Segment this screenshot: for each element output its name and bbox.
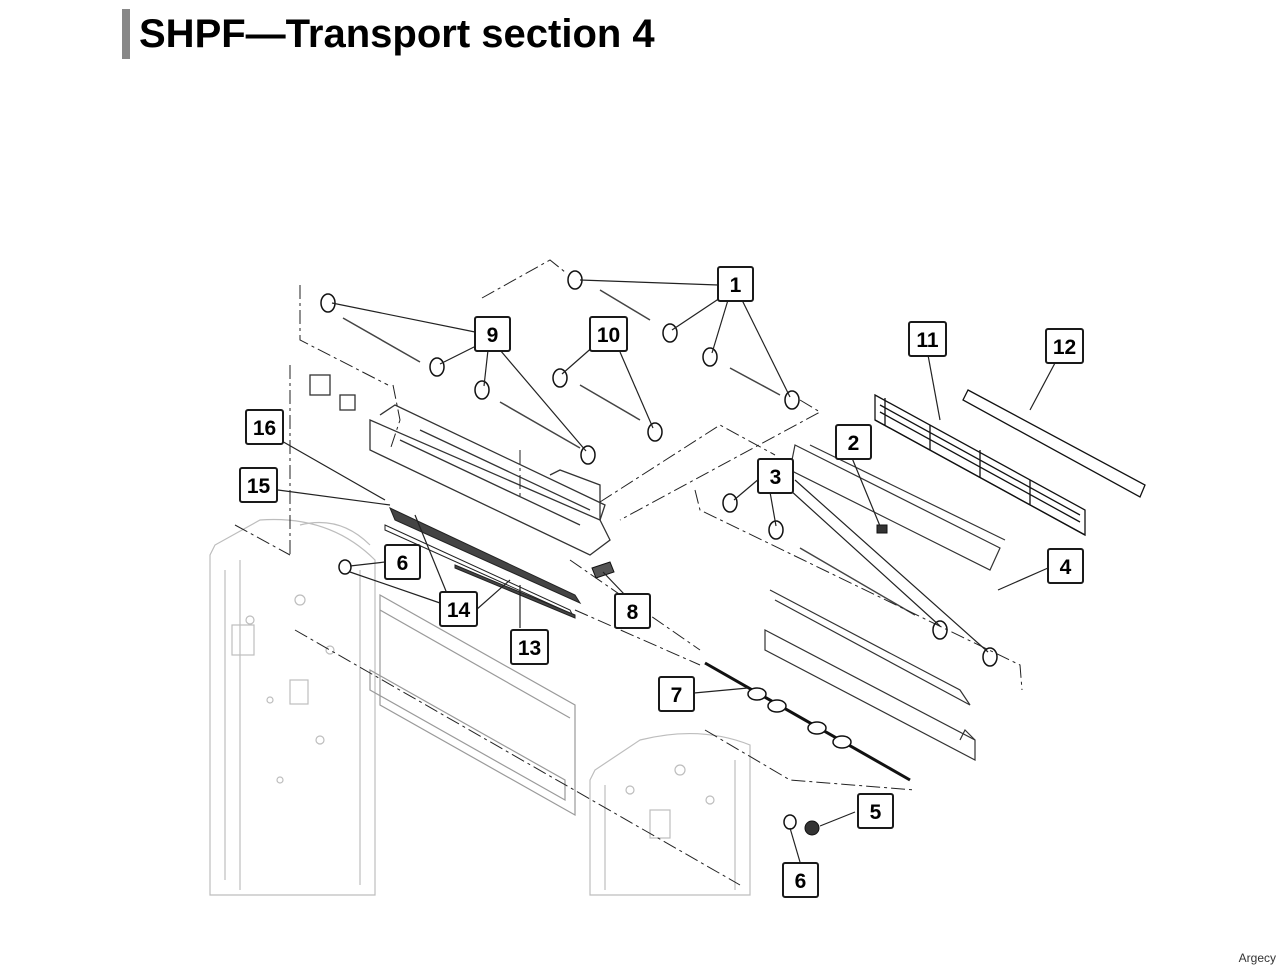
callout-6-lower: 6 — [782, 862, 819, 898]
callout-13-label: 13 — [518, 637, 541, 660]
callout-16-label: 16 — [253, 417, 276, 440]
callout-3-label: 3 — [770, 466, 782, 489]
callout-14: 14 — [439, 591, 478, 627]
callout-12-label: 12 — [1053, 336, 1076, 359]
part-5-gear — [804, 820, 820, 836]
center-panel — [369, 593, 576, 817]
frame-left — [209, 518, 376, 896]
callout-1-label: 1 — [730, 274, 742, 297]
right-lower-frame — [764, 589, 976, 761]
title-accent-bar — [122, 9, 130, 59]
callout-1: 1 — [717, 266, 754, 302]
callout-10: 10 — [589, 316, 628, 352]
callout-15-label: 15 — [247, 475, 271, 498]
leader-lines — [277, 279, 1056, 863]
callout-7: 7 — [658, 676, 695, 712]
page-title: SHPF—Transport section 4 — [139, 12, 655, 56]
assembly-lines — [234, 259, 1023, 886]
callout-5-label: 5 — [870, 801, 882, 824]
upper-transport-guide — [309, 374, 611, 556]
callout-12: 12 — [1045, 328, 1084, 364]
callout-4: 4 — [1047, 548, 1084, 584]
thin-shafts — [342, 289, 916, 616]
callout-6-lower-label: 6 — [795, 870, 807, 893]
watermark-text: Argecy — [1238, 951, 1276, 965]
callout-8: 8 — [614, 593, 651, 629]
part-12-strip — [962, 389, 1146, 498]
callout-11-label: 11 — [916, 329, 939, 352]
callout-7-label: 7 — [671, 684, 683, 707]
callout-9: 9 — [474, 316, 511, 352]
callout-8-label: 8 — [627, 601, 639, 624]
callout-13: 13 — [510, 629, 549, 665]
callout-6-upper: 6 — [384, 544, 421, 580]
part-11-plate — [874, 393, 1086, 537]
callout-2: 2 — [835, 424, 872, 460]
callout-14-label: 14 — [447, 599, 471, 622]
part-2-sensor — [876, 524, 888, 534]
callout-4-label: 4 — [1060, 556, 1072, 579]
callout-10-label: 10 — [597, 324, 620, 347]
callout-15: 15 — [239, 467, 278, 503]
callout-3: 3 — [757, 458, 794, 494]
callout-6-upper-label: 6 — [397, 552, 409, 575]
callout-5: 5 — [857, 793, 894, 829]
part-7-shaft — [704, 661, 911, 782]
callout-11: 11 — [908, 321, 947, 357]
callout-16: 16 — [245, 409, 284, 445]
callout-9-label: 9 — [487, 324, 499, 347]
part-8-lever — [591, 561, 615, 579]
rollers — [320, 270, 998, 830]
callout-2-label: 2 — [848, 432, 860, 455]
frame-right — [589, 732, 751, 896]
